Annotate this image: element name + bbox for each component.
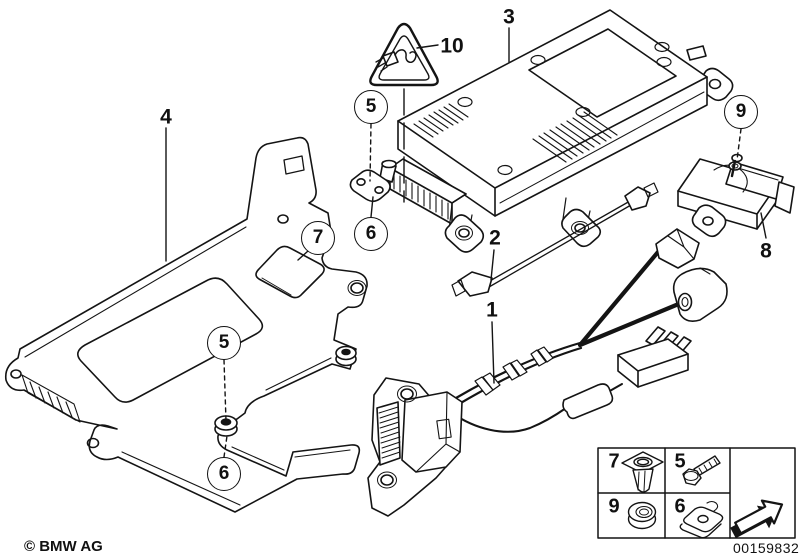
module-part-8 — [677, 153, 795, 238]
part-label-4[interactable]: 4 — [160, 105, 172, 129]
harness-main-connector — [367, 377, 463, 517]
legend-cell-7[interactable]: 7 — [608, 450, 620, 473]
continuation-arrow-icon[interactable] — [730, 499, 784, 539]
part-label-8[interactable]: 8 — [760, 239, 772, 263]
pad-part-7 — [255, 245, 325, 299]
callout-7-pad[interactable]: 7 — [301, 221, 335, 255]
callout-6-nut-bottom[interactable]: 6 — [207, 457, 241, 491]
part-label-10[interactable]: 10 — [440, 34, 464, 58]
legend-table — [597, 447, 796, 539]
washer-plate — [349, 159, 397, 203]
legend-cell-6[interactable]: 6 — [674, 495, 686, 518]
callout-6-nut-top[interactable]: 6 — [354, 217, 388, 251]
harness-part-1 — [367, 228, 728, 517]
bracket-part-4 — [4, 136, 368, 513]
callout-5-screw-bottom[interactable]: 5 — [207, 326, 241, 360]
vent-hatch — [413, 103, 618, 163]
module-part-3 — [389, 9, 734, 253]
part-label-2[interactable]: 2 — [489, 226, 501, 250]
warning-triangle-icon — [369, 22, 439, 87]
legend-cell-9[interactable]: 9 — [608, 495, 620, 518]
hex-bolt-icon — [682, 455, 721, 486]
cable-part-2 — [451, 182, 659, 297]
callout-9-nut[interactable]: 9 — [724, 95, 758, 129]
legend-cell-5[interactable]: 5 — [674, 450, 686, 473]
copyright: © BMW AG — [24, 538, 103, 555]
part-label-1[interactable]: 1 — [486, 298, 498, 322]
hex-nut-icon — [627, 501, 657, 530]
callout-5-screw-top[interactable]: 5 — [354, 90, 388, 124]
speed-nut-icon — [679, 500, 724, 539]
harness-relay — [617, 326, 692, 388]
document-number: 00159832 — [733, 540, 799, 556]
plug-cable-glyph — [375, 49, 417, 72]
expanding-rivet-icon — [621, 451, 664, 493]
leader-lines — [165, 27, 767, 458]
bracket-nut-boss — [214, 345, 357, 437]
part-label-3[interactable]: 3 — [503, 5, 515, 29]
